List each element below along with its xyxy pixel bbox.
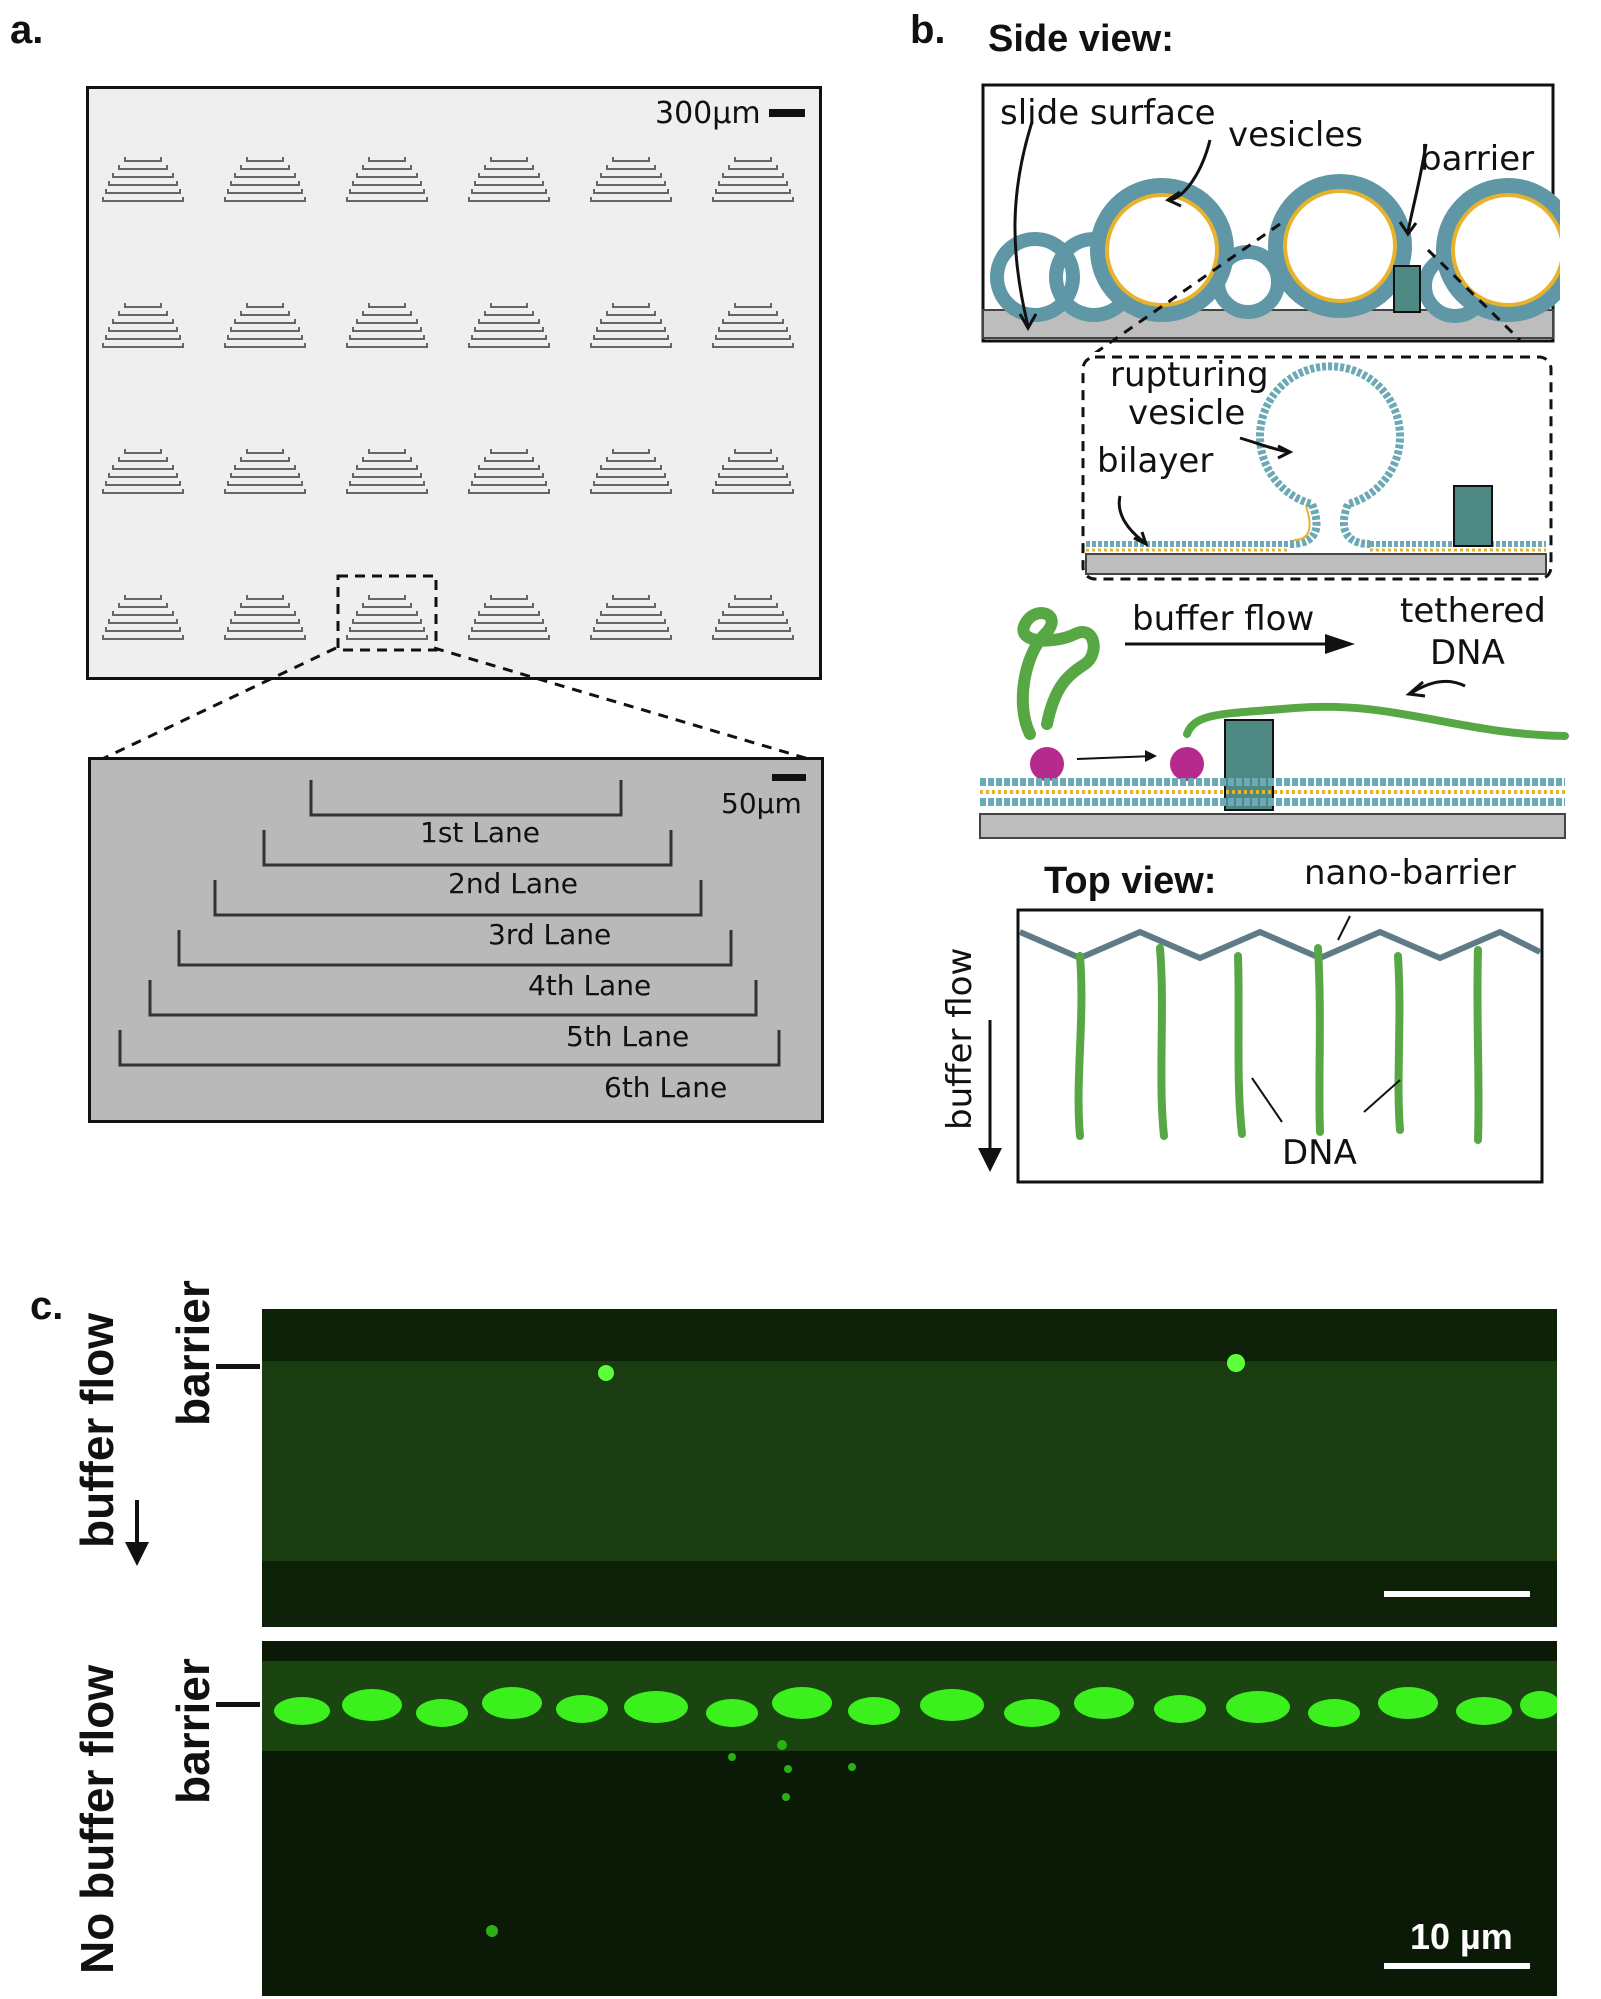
lane-barriers (118, 780, 781, 1067)
bottom-buffer-flow-label: No buffer flow (71, 1664, 123, 1974)
panel-a-overview-image: 300µm (86, 86, 822, 680)
topview-dna-label: DNA (1282, 1133, 1357, 1173)
topview-buffer-flow-label: buffer flow (940, 947, 980, 1130)
top-barrier-label: barrier (167, 1280, 219, 1426)
bottom-barrier-label: barrier (167, 1658, 219, 1804)
zoom-scale-label: 50µm (721, 787, 802, 820)
tethered-label: tethered (1400, 591, 1546, 631)
overview-scale-bar (769, 109, 805, 117)
bilayer-label: bilayer (1097, 441, 1214, 481)
bottom-barrier-tick (216, 1702, 260, 1707)
top-buffer-flow-label: buffer flow (71, 1312, 123, 1548)
rupturing-label: rupturing (1110, 355, 1269, 395)
collapsed-dna-fluorescence (262, 1641, 1557, 1996)
flow-arrow-icon (125, 1500, 149, 1566)
top-view-title: Top view: (1044, 860, 1217, 902)
overview-scale-label: 300µm (655, 96, 761, 131)
rupturing-vesicle-diagram (1081, 355, 1553, 581)
lane-label-1: 1st Lane (420, 816, 541, 849)
barrier-pattern-array (102, 156, 794, 652)
top-view-diagram (978, 908, 1544, 1184)
tethered-dna-diagram (979, 607, 1569, 839)
nano-barrier-label: nano-barrier (1304, 853, 1516, 893)
zoom-region-box (336, 574, 438, 652)
dna-label: DNA (1430, 633, 1505, 673)
side-barrier (1393, 265, 1421, 313)
zoom-scale-bar (772, 774, 806, 781)
top-scale-bar (1384, 1591, 1530, 1597)
stretched-dna-fluorescence (262, 1309, 1557, 1627)
top-barrier-tick (216, 1364, 260, 1369)
scale-label: 10 µm (1410, 1916, 1513, 1957)
micrograph-buffer-flow (262, 1309, 1557, 1627)
barrier-label: barrier (1420, 139, 1535, 179)
lane-label-5: 5th Lane (566, 1020, 690, 1053)
buffer-flow-label: buffer flow (1132, 599, 1315, 639)
bottom-scale-bar (1384, 1963, 1530, 1969)
panel-a-letter: a. (10, 8, 44, 52)
slide-surface-label: slide surface (1000, 93, 1216, 133)
zoom-connector-lines (99, 646, 813, 762)
vesicle-label: vesicle (1128, 393, 1246, 433)
micrograph-no-buffer-flow: 10 µm (262, 1641, 1557, 1996)
lane-label-4: 4th Lane (528, 969, 652, 1002)
panel-b-letter: b. (910, 8, 946, 52)
side-view-title: Side view: (988, 18, 1174, 60)
vesicles-label: vesicles (1228, 115, 1363, 155)
lane-label-6: 6th Lane (604, 1071, 728, 1104)
panel-a-zoom-image: 50µm 1st Lane 2nd Lane 3rd Lane 4th Lane… (88, 757, 824, 1123)
panel-c-letter: c. (30, 1284, 64, 1328)
lane-label-3: 3rd Lane (488, 918, 612, 951)
lane-label-2: 2nd Lane (448, 867, 578, 900)
side-view-diagram (981, 83, 1560, 352)
